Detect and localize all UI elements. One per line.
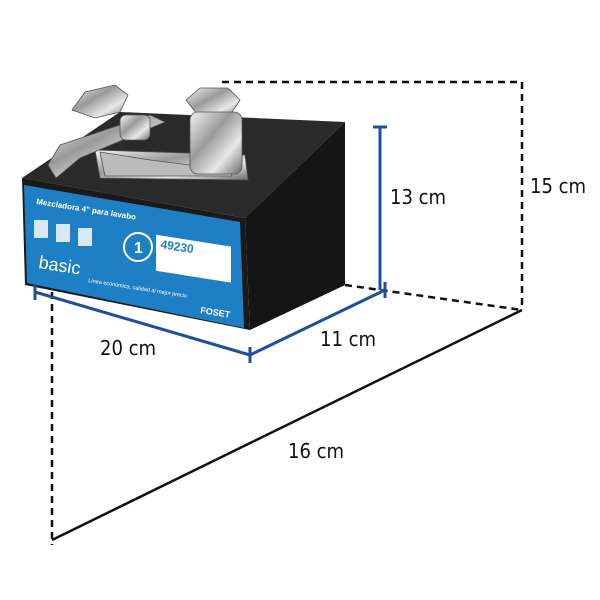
- box-height-label: 13 cm: [390, 185, 446, 209]
- warranty-badge: [123, 232, 153, 262]
- code-panel: [156, 234, 231, 283]
- depth-label: 11 cm: [320, 327, 376, 351]
- box-label: [24, 185, 244, 328]
- box-right-side: [245, 122, 345, 330]
- warranty-number: 1: [134, 240, 143, 257]
- dimension-lines: [33, 125, 387, 363]
- brand-logo: FOSET: [200, 305, 232, 320]
- total-height-label: 15 cm: [530, 174, 586, 198]
- diagonal-label: 16 cm: [288, 439, 344, 463]
- width-label: 20 cm: [100, 336, 156, 360]
- faucet: [47, 84, 249, 181]
- product-code: 49230: [160, 237, 195, 256]
